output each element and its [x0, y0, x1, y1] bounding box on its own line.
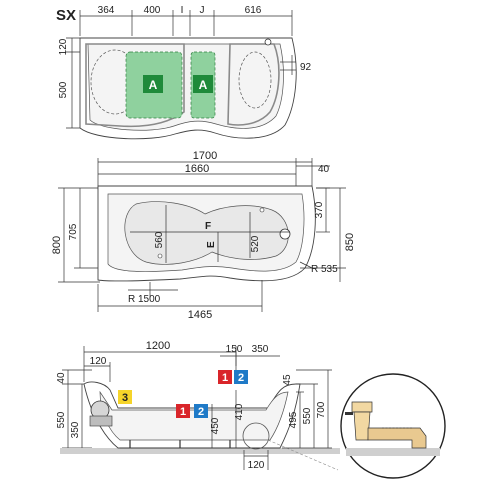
dim-500: 500	[58, 81, 69, 98]
dim-r535: R 535	[311, 264, 338, 275]
dim-800: 800	[51, 236, 63, 254]
dim-120-top: 120	[58, 38, 69, 55]
plan-bottom-dims: R 1500 1465	[97, 280, 263, 321]
badge-2-lower: 2	[194, 404, 208, 418]
badge-3: 3	[118, 390, 132, 404]
detail-leader	[267, 439, 339, 471]
dim-1660: 1660	[185, 163, 209, 175]
dim-560: 560	[154, 231, 165, 248]
dim-550-right: 550	[302, 407, 313, 424]
side-inner-dims: 450 410	[210, 390, 245, 448]
svg-text:2: 2	[238, 372, 244, 384]
dim-550-left: 550	[56, 411, 67, 428]
dim-1200: 1200	[146, 340, 170, 352]
dim-150: 150	[226, 344, 243, 355]
dim-410: 410	[234, 403, 245, 420]
pump-motor-icon	[89, 400, 113, 427]
dim-e: E	[206, 241, 217, 248]
zone-a-left-label: A	[149, 78, 158, 92]
dim-700: 700	[316, 401, 327, 418]
svg-text:2: 2	[198, 406, 204, 418]
tub-feet	[129, 440, 231, 448]
dim-705: 705	[68, 223, 79, 240]
dim-i: I	[181, 5, 184, 16]
side-bottom-dims: 120	[243, 450, 269, 471]
overflow-knob-icon	[264, 38, 272, 46]
inner-seat-outline-right	[238, 51, 272, 109]
top-dimension-chain: 364 400 I J 616	[79, 5, 293, 36]
badge-2-upper: 2	[234, 370, 248, 384]
dim-1465: 1465	[188, 309, 212, 321]
dim-1700: 1700	[193, 150, 217, 162]
dim-f: F	[205, 221, 211, 232]
plan-inner-dims: F E 560 520	[130, 205, 290, 263]
drain-detail-view	[340, 373, 446, 479]
badge-1-lower: 1	[176, 404, 190, 418]
zone-a-right-label: A	[199, 78, 208, 92]
badge-1-upper: 1	[218, 370, 232, 384]
dim-40-side: 40	[56, 372, 67, 384]
top-view-tub-basin	[87, 43, 284, 131]
dim-40-plan: 40	[318, 164, 330, 175]
dim-850: 850	[344, 233, 356, 251]
dim-j: J	[200, 5, 205, 16]
dim-120-bottom: 120	[248, 460, 265, 471]
side-left-dims: 40 550 350	[56, 369, 92, 449]
side-top-dims: 1200 120 150 350	[83, 340, 280, 382]
plan-top-dims: 1700 1660 40	[97, 150, 330, 190]
dim-616: 616	[245, 5, 262, 16]
side-right-dims: 45 495 550 700	[282, 369, 332, 449]
dim-350-top: 350	[252, 344, 269, 355]
svg-text:1: 1	[222, 372, 228, 384]
zone-a-right: A	[190, 51, 216, 119]
zone-a-left: A	[125, 51, 183, 119]
dim-r1500: R 1500	[128, 294, 161, 305]
dim-92: 92	[300, 62, 312, 73]
dim-495: 495	[288, 411, 299, 428]
svg-text:1: 1	[180, 406, 186, 418]
dim-400: 400	[144, 5, 161, 16]
floor-line	[60, 448, 340, 454]
dim-120-side: 120	[90, 356, 107, 367]
plan-left-dims: 800 705	[51, 187, 100, 283]
dim-45: 45	[282, 374, 293, 386]
model-code: SX	[56, 7, 76, 24]
svg-text:3: 3	[122, 392, 128, 404]
jet-icon	[157, 253, 163, 259]
drain-detail-marker	[242, 422, 270, 450]
plan-right-dims: 370 850 R 535	[299, 187, 356, 282]
dim-520: 520	[250, 235, 261, 252]
frame-left	[85, 43, 185, 128]
frame-right	[227, 43, 280, 126]
dim-92-group: 92	[280, 55, 312, 75]
dim-350-left: 350	[70, 421, 81, 438]
jet-icon-2	[259, 207, 265, 213]
dim-450: 450	[210, 417, 221, 434]
dim-364: 364	[98, 5, 115, 16]
drain-icon	[279, 228, 291, 240]
dim-370: 370	[314, 201, 325, 218]
